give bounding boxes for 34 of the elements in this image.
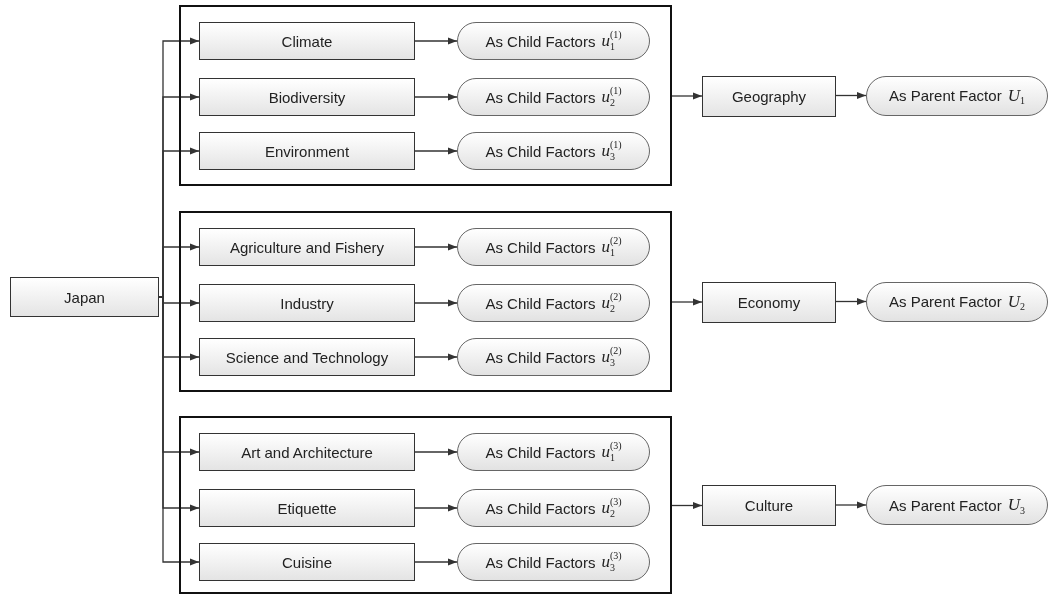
group-frame — [179, 416, 672, 594]
process-box: Etiquette — [199, 489, 415, 527]
arrow — [835, 501, 867, 509]
arrow — [671, 92, 703, 100]
process-box: Agriculture and Fishery — [199, 228, 415, 266]
group-frame — [179, 5, 672, 186]
factor-pill: As Parent Factor U$_{3}$ — [866, 485, 1048, 525]
process-box: Geography — [702, 75, 836, 117]
arrow — [414, 147, 458, 155]
arrow — [414, 448, 458, 456]
arrow — [414, 558, 458, 566]
arrow — [414, 299, 458, 307]
process-box: Science and Technology — [199, 338, 415, 376]
arrow — [835, 297, 867, 306]
process-box: Climate — [199, 22, 415, 60]
group-frame — [179, 211, 672, 392]
process-box: Industry — [199, 284, 415, 322]
arrow — [414, 37, 458, 45]
arrow — [671, 298, 703, 306]
factor-pill: As Parent Factor U$_{2}$ — [866, 281, 1048, 322]
process-box: Art and Architecture — [199, 433, 415, 471]
arrow — [414, 353, 458, 361]
arrow — [671, 501, 703, 510]
process-box: Japan — [10, 277, 159, 317]
arrow — [414, 243, 458, 251]
process-box: Biodiversity — [199, 78, 415, 116]
process-box: Environment — [199, 132, 415, 170]
process-box: Economy — [702, 281, 836, 323]
arrow — [835, 91, 867, 100]
factor-pill: As Parent Factor U$_{1}$ — [866, 75, 1048, 116]
arrow — [414, 93, 458, 101]
arrow — [414, 504, 458, 512]
process-box: Cuisine — [199, 543, 415, 581]
process-box: Culture — [702, 485, 836, 526]
